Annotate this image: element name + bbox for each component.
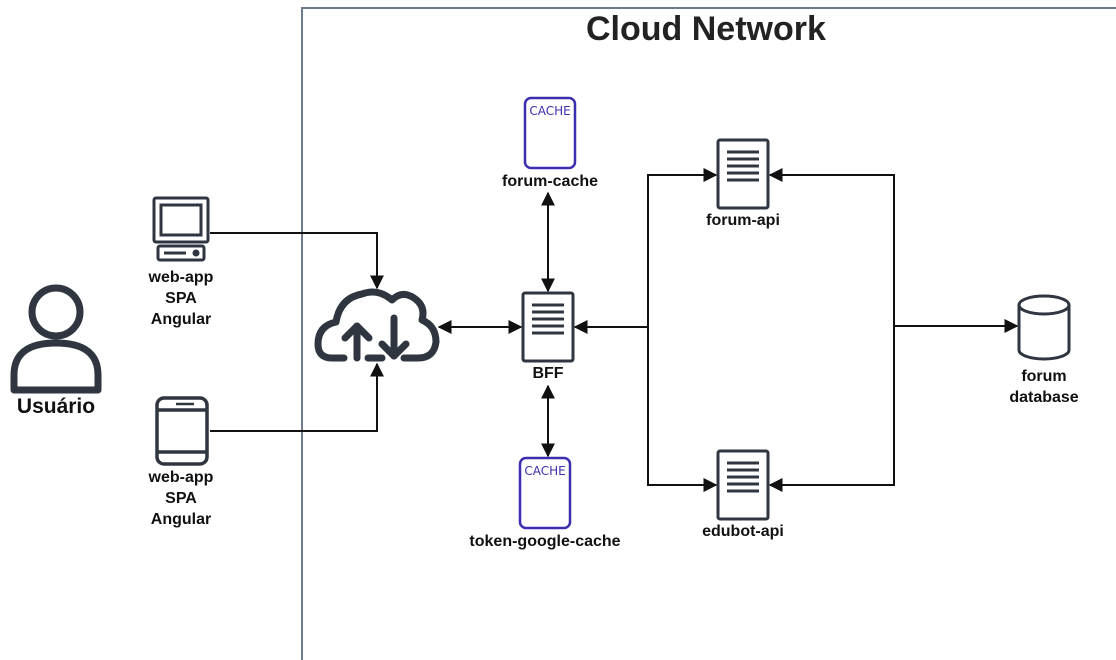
desktop-computer-icon xyxy=(152,196,210,262)
database-icon xyxy=(1017,294,1071,361)
webapp-mobile-line2: SPA xyxy=(165,490,197,507)
webapp-desktop-line3: Angular xyxy=(150,311,212,328)
bff-server-icon xyxy=(521,291,575,363)
forum-cache-label: forum-cache xyxy=(501,173,599,190)
user-icon xyxy=(10,284,102,394)
forum-database-line2: database xyxy=(1009,389,1079,406)
forum-cache-icon xyxy=(523,96,577,170)
desktop-to-cloud-connector xyxy=(210,232,384,290)
cloud-sync-icon xyxy=(314,288,440,362)
forum-database-line1: forum xyxy=(1021,368,1067,385)
user-label: Usuário xyxy=(16,395,96,418)
forum-api-server-icon xyxy=(716,138,770,210)
webapp-mobile-line1: web-app xyxy=(148,469,214,486)
webapp-desktop-line2: SPA xyxy=(165,290,197,307)
database-to-apis-connector xyxy=(768,168,895,492)
edubot-api-server-icon xyxy=(716,449,770,521)
forum-database-label: forum database xyxy=(994,366,1094,408)
mobile-to-cloud-connector xyxy=(210,362,384,432)
apis-to-bff-connector xyxy=(647,168,718,492)
connectors xyxy=(210,168,1019,492)
webapp-desktop-label: web-app SPA Angular xyxy=(136,267,226,330)
cloud-network-boundary xyxy=(301,7,1116,660)
webapp-desktop-line1: web-app xyxy=(148,269,214,286)
token-cache-label: token-google-cache xyxy=(469,533,621,550)
token-cache-badge: CACHE xyxy=(524,464,566,478)
forum-api-label: forum-api xyxy=(706,212,780,229)
forum-cache-badge: CACHE xyxy=(529,104,571,118)
edubot-api-label: edubot-api xyxy=(702,523,784,540)
webapp-mobile-label: web-app SPA Angular xyxy=(136,467,226,530)
bff-label: BFF xyxy=(532,365,564,382)
mobile-phone-icon xyxy=(155,396,209,466)
cloud-network-title: Cloud Network xyxy=(586,10,826,48)
token-cache-icon xyxy=(518,456,572,530)
webapp-mobile-line3: Angular xyxy=(150,511,212,528)
